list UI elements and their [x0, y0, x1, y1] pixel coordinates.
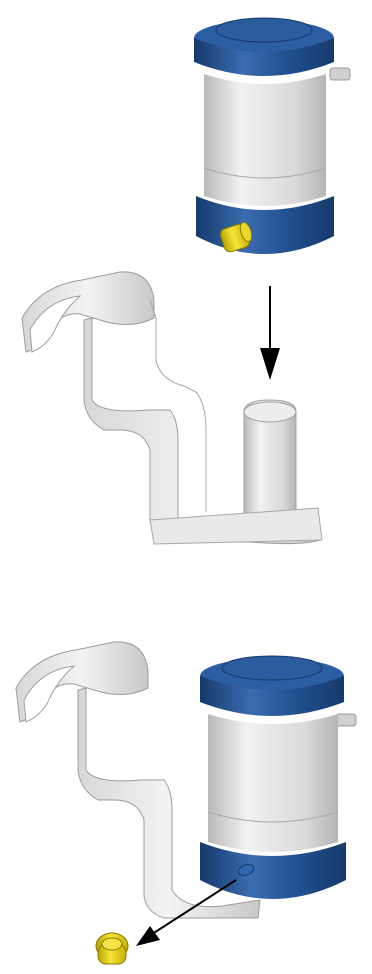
- canister-pin: [335, 713, 357, 727]
- remove-plug-arrow: [136, 879, 237, 946]
- bottom-mounting-bracket: [15, 641, 261, 919]
- drain-plug-icon: [219, 221, 253, 253]
- top-mounting-bracket: [21, 271, 323, 545]
- insert-arrow: [260, 286, 280, 380]
- canister-top-cap-raised: [215, 17, 313, 43]
- canister-body: [204, 74, 326, 206]
- canister-seam: [203, 167, 327, 179]
- canister-pin: [329, 67, 351, 81]
- drain-plug-icon: [95, 932, 129, 965]
- bottom-canister: [200, 655, 357, 899]
- canister-top-cap: [194, 38, 334, 76]
- top-canister: [194, 17, 351, 254]
